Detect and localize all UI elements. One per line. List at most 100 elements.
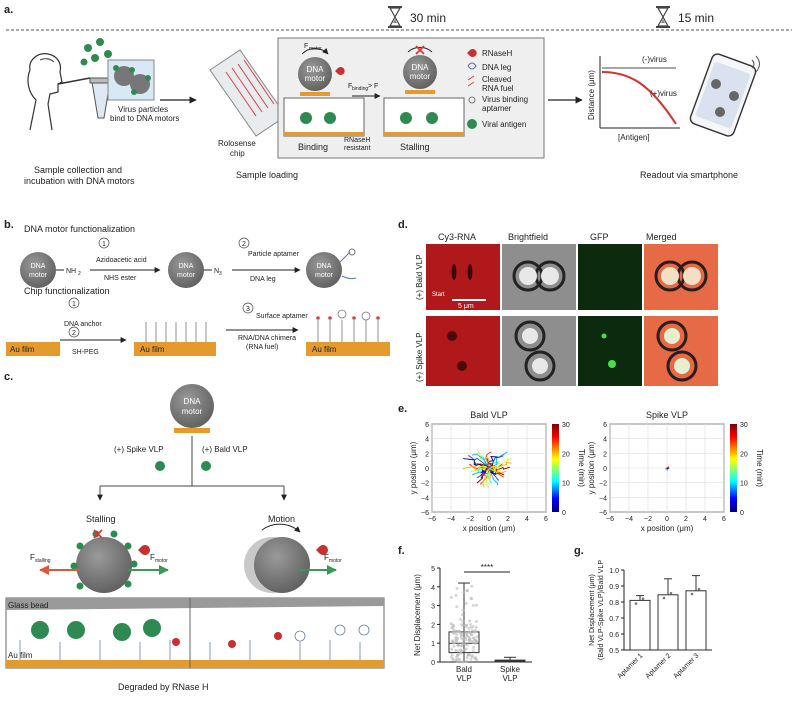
x-tick-label: 2 [684,516,688,523]
scale-label: 5 μm [458,303,474,310]
f-binding-sub: binding [352,86,368,92]
data-point [469,633,473,636]
colorbar-label: Time (min) [577,449,586,487]
data-point [471,649,475,653]
panel-b: b. DNA motor functionalization DNA motor… [4,219,390,356]
reagent-dna-leg: DNA leg [250,276,276,283]
data-point [463,648,467,652]
nh2-sub: 2 [78,271,81,277]
start-label: Start [432,292,445,298]
surface-anchors [145,322,207,342]
dna-motor-sphere [20,252,56,288]
y-tick-label: 1.0 [609,568,619,575]
binding-motor: DNA motor [298,48,345,96]
legend-viral-antigen: Viral antigen [482,120,526,129]
x-tick-label: 0 [487,516,491,523]
col-cy3: Cy3-RNA [438,232,476,242]
step2-label: Sample loading [236,170,298,180]
data-point [460,636,463,640]
distance-axis-label: Distance (μm) [587,70,596,120]
step-1-badge: 1 [68,297,80,309]
y-tick-label: 3 [431,604,435,611]
reagent-nhs: NHS ester [104,275,137,282]
binding-surface [283,97,365,137]
step-number: 3 [246,306,250,313]
data-point [450,647,454,651]
glass-bead-label: Glass bead [8,601,48,610]
micrograph-gfp-spike [578,316,642,386]
y-axis-label: y position (μm) [587,441,596,494]
x-tick-label: Aptamer 3 [673,652,701,680]
data-point [452,644,456,648]
colorbar-tick: 10 [740,481,748,488]
virus-particles-icon [80,38,112,66]
dna-motor-sphere [168,252,204,288]
f-motor-label: F [150,553,155,562]
neg-virus-label: (-)virus [642,55,667,64]
rna-fuel-label: (RNA fuel) [246,344,278,351]
au-film [134,342,216,356]
panel-a-label: a. [4,4,13,16]
data-point [469,622,472,626]
spike-vlp-label: (+) Spike VLP [114,445,164,454]
micrograph-gfp-bald [578,244,642,310]
motor-label: motor [315,272,334,279]
panel-g-label: g. [574,545,584,557]
legend-virus-binding: Virus binding [482,95,528,104]
data-point [471,641,475,645]
data-point [473,656,477,660]
readout-plot: (-)virus (+)virus [Antigen] Distance (μm… [587,55,680,142]
x-tick-label: 6 [722,516,726,523]
step-number: 2 [242,241,246,248]
dna-motor-sphere [306,252,342,288]
stalling-motor [70,529,150,593]
chip-func-title: Chip functionalization [24,286,110,296]
pos-virus-label: (+)virus [650,89,677,98]
y-tick-label: 4 [425,437,429,444]
au-film [6,342,60,356]
panel-c: c. DNA motor (+) Spike VLP (+) Bald VLP … [4,371,385,692]
x-tick-label: −4 [625,516,633,523]
data-point [460,623,463,627]
colorbar-tick: 30 [562,422,570,429]
data-point [452,624,456,628]
x-tick-label: Aptamer 1 [617,652,645,680]
wifi-icon [751,55,760,73]
legend-dna-leg: DNA leg [482,63,511,72]
f-motor-sub: motor [329,558,342,564]
trajectory-line [486,465,500,473]
rnaseh-icon [172,632,282,648]
motor-label: DNA [317,263,332,270]
data-point [461,660,464,664]
colorbar-tick: 0 [562,510,566,517]
nh2-label: NH [66,268,76,275]
rnaseh-icon [138,545,150,555]
step-2-badge: 2 [68,326,80,338]
y-tick-label: 4 [431,585,435,592]
data-point [462,590,466,594]
row-spike: (+) Spike VLP [415,332,424,382]
data-point [455,587,459,590]
x-tick-label: 0 [665,516,669,523]
x-tick-label: Spike [500,665,521,674]
trajectory-line [471,465,491,473]
motor-label: DNA [184,397,202,406]
y-tick-label: −2 [421,481,429,488]
data-point [457,660,461,664]
data-point [450,626,454,630]
binding-label: Binding [298,142,328,152]
motor-label: motor [410,72,431,81]
x-tick-label: −4 [447,516,455,523]
dna-motor-icon [113,65,151,95]
bald-vlp-label: (+) Bald VLP [202,445,248,454]
rnaseh-icon [316,545,328,555]
data-point [474,629,478,633]
data-point [454,638,458,642]
f-motor-sub: motor [309,46,322,52]
y-axis-label-2: (Bald VLP-Spike VLP)/Bald VLP [598,560,605,660]
data-point [662,596,666,600]
data-point [468,653,472,657]
trajectory-line [471,453,492,469]
